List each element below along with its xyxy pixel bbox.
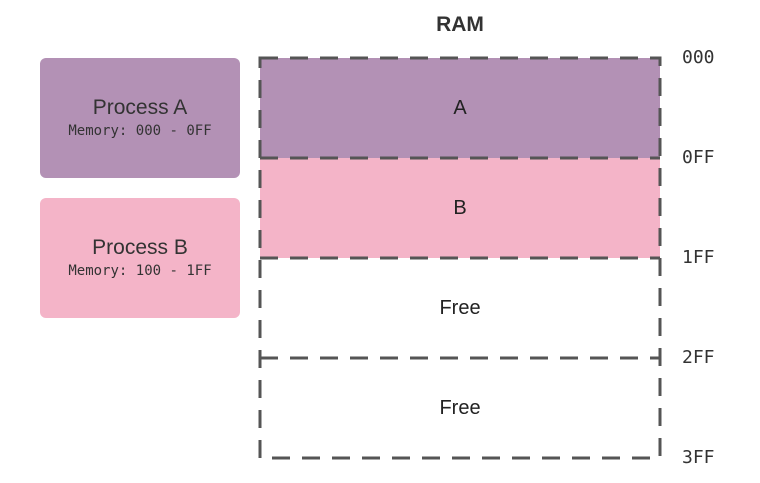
process-b-name: Process B — [92, 236, 188, 259]
address-2ff: 2FF — [682, 347, 715, 368]
process-a-memory: Memory: 000 - 0FF — [68, 123, 212, 139]
address-000: 000 — [682, 47, 715, 68]
process-a-name: Process A — [92, 96, 188, 119]
ram-segment-b: B — [260, 158, 660, 258]
ram-segment-free-1: Free — [260, 258, 660, 358]
ram-segment-a: A — [260, 58, 660, 158]
address-0ff: 0FF — [682, 147, 715, 168]
ram-segment-free-2: Free — [260, 358, 660, 458]
process-b-card: Process B Memory: 100 - 1FF — [40, 198, 240, 318]
address-3ff: 3FF — [682, 447, 715, 468]
address-1ff: 1FF — [682, 247, 715, 268]
process-b-memory: Memory: 100 - 1FF — [68, 263, 212, 279]
ram-title: RAM — [436, 13, 484, 36]
process-a-card: Process A Memory: 000 - 0FF — [40, 58, 240, 178]
